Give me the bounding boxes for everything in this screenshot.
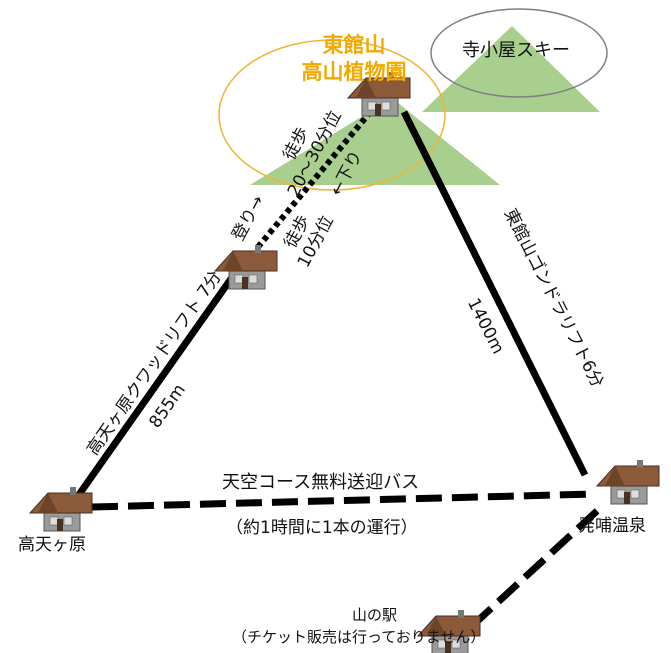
title-line-1: 東館山 — [322, 33, 386, 57]
map-title: 東館山 高山植物園 — [280, 32, 428, 86]
quad-lift-line — [75, 263, 243, 499]
yamanoeki-label: 山の駅 — [352, 606, 398, 624]
yamanoeki-note: （チケット販売は行っておりません） — [232, 628, 486, 646]
gondola-line — [400, 110, 589, 477]
title-line-2: 高山植物園 — [301, 60, 407, 84]
bus-note-label: （約1時間に1本の運行） — [226, 518, 418, 538]
bus-route-label: 天空コース無料送迎バス — [222, 472, 420, 493]
ski-area-label: 寺小屋スキー — [462, 40, 570, 61]
botanical-garden-ellipse — [218, 39, 446, 191]
summit-mountain-triangle — [250, 98, 500, 185]
takamagahara-house-icon — [29, 486, 93, 532]
ski-area-ellipse — [430, 8, 608, 98]
hoppo-onsen-house-icon — [596, 459, 660, 505]
bus-branch-line — [469, 507, 601, 629]
takamagahara-label: 高天ヶ原 — [18, 535, 86, 555]
hoppo-onsen-label: 発哺温泉 — [578, 516, 646, 536]
ski-mountain-triangle — [422, 26, 600, 112]
bus-route-line — [91, 490, 596, 511]
